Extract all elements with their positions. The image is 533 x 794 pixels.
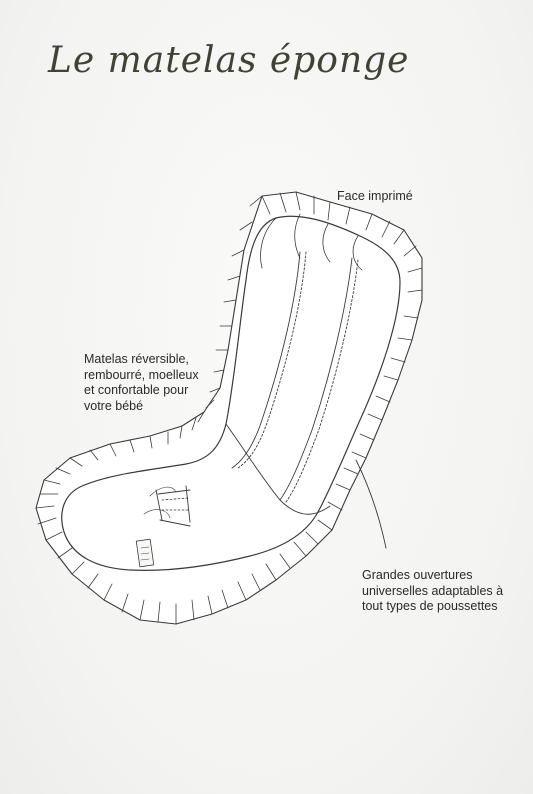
stitch-channel-right (279, 257, 359, 503)
seat-fold (225, 423, 331, 515)
seat-opening (155, 485, 191, 527)
page-title: Le matelas éponge (48, 40, 410, 81)
backrest-puff (260, 213, 363, 271)
annotation-ouvertures: Grandes ouvertures universelles adaptabl… (362, 568, 527, 615)
annotation-ouvertures-line: tout types de poussettes (362, 599, 498, 613)
tag-icon (135, 538, 155, 568)
annotation-matelas-line: rembourré, moelleux (84, 367, 199, 382)
annotation-matelas-line: votre bébé (84, 398, 144, 413)
leader-line-openings (355, 459, 387, 549)
ruffle-pleats (35, 191, 423, 625)
annotation-matelas-line: et confortable pour (84, 383, 189, 397)
annotation-ouvertures-line: Grandes ouvertures (362, 568, 473, 582)
stitch-channel-left (231, 251, 307, 469)
annotation-matelas-line: Matelas réversible, (84, 352, 189, 366)
seat-stitch (161, 497, 189, 511)
seat-crease (143, 486, 177, 519)
annotation-matelas: Matelas réversible, rembourré, moelleux … (84, 352, 219, 414)
annotation-face-imprime: Face imprimé (337, 189, 413, 203)
annotation-ouvertures-line: universelles adaptables à (362, 583, 504, 598)
mattress-body (61, 215, 401, 571)
